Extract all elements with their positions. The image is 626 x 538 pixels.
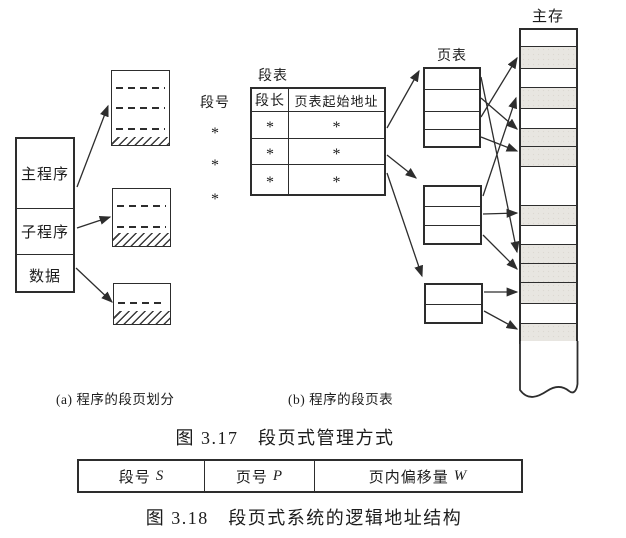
memory-block: [521, 264, 576, 283]
segment-length-value: *: [252, 139, 289, 164]
segment-no-value: *: [211, 190, 219, 208]
page-split-dash: [116, 107, 165, 109]
page-split-dash: [117, 226, 166, 228]
program-box: 主程序子程序数据: [15, 137, 75, 293]
offset-var: W: [453, 467, 468, 484]
memory-block: [521, 109, 576, 129]
caption-b: (b) 程序的段页表: [288, 392, 394, 407]
page-split-dash: [116, 128, 165, 130]
page-table-entry: [426, 305, 481, 324]
main-memory-column: [519, 28, 578, 344]
page-table-entry: [425, 207, 480, 226]
memory-block: [521, 283, 576, 304]
segment-table: 段长 页表起始地址 ******: [250, 87, 386, 196]
segment-table-row: **: [252, 165, 384, 194]
segment-table-header: 段长 页表起始地址: [252, 89, 384, 112]
page-table-addr-value: *: [332, 173, 341, 191]
page-table-addr-value: *: [332, 145, 341, 163]
segment-box: [112, 188, 171, 247]
page-split-dash: [118, 302, 166, 304]
memory-block: [521, 88, 576, 109]
segment-length-header: 段长: [252, 89, 289, 111]
segment-table-row: **: [252, 112, 384, 139]
page-split-dash: [116, 87, 165, 89]
page-table-box: [423, 67, 481, 148]
memory-block: [521, 69, 576, 88]
page-table-label: 页表: [437, 49, 467, 64]
segment-table-row: **: [252, 139, 384, 165]
internal-fragment-hatch: [112, 137, 169, 145]
program-row: 子程序: [17, 209, 73, 255]
internal-fragment-hatch: [114, 311, 170, 324]
page-table-entry: [425, 226, 480, 245]
segment-no-value: *: [211, 124, 219, 142]
memory-block: [521, 129, 576, 147]
memory-block: [521, 167, 576, 206]
main-memory-label: 主存: [531, 9, 564, 25]
page-table-entry: [425, 112, 479, 130]
page-table-entry: [425, 187, 480, 207]
figure-3-18-caption: 图 3.18 段页式系统的逻辑地址结构: [145, 508, 463, 528]
figure-3-17-caption: 图 3.17 段页式管理方式: [175, 428, 395, 448]
memory-block: [521, 47, 576, 69]
segment-box: [113, 283, 171, 325]
page-table-addr-header: 页表起始地址: [294, 93, 379, 109]
segment-table-title: 段表: [258, 69, 288, 84]
memory-block: [521, 304, 576, 324]
memory-block: [521, 206, 576, 226]
segment-no-header: 段号: [200, 96, 230, 111]
page-table-entry: [425, 90, 479, 112]
internal-fragment-hatch: [113, 233, 170, 246]
page-table-addr-value: *: [332, 119, 341, 136]
program-row: 数据: [28, 268, 61, 285]
page-table-entry: [426, 285, 481, 305]
memory-block: [521, 226, 576, 245]
segment-no-var: S: [155, 467, 165, 484]
page-table-box: [423, 185, 482, 245]
segment-length-value: *: [252, 112, 289, 138]
page-table-entry: [425, 130, 479, 148]
offset-text: 页内偏移量: [368, 469, 449, 486]
segment-table-body: ******: [252, 112, 384, 194]
segment-no-value: *: [211, 157, 219, 174]
program-row: 主程序: [17, 139, 73, 209]
page-no-text: 页号: [235, 469, 268, 486]
segment-box: [111, 70, 170, 146]
caption-a: (a) 程序的段页划分: [56, 392, 175, 407]
segment-length-value: *: [252, 165, 289, 194]
page-table-entry: [425, 69, 479, 90]
segment-no-column: * * *: [192, 114, 238, 214]
memory-block: [521, 245, 576, 264]
memory-block: [521, 147, 576, 167]
memory-block: [521, 324, 576, 344]
memory-block: [521, 30, 576, 47]
page-split-dash: [117, 205, 166, 207]
segment-no-text: 段号: [118, 469, 151, 486]
page-table-box: [424, 283, 483, 324]
page-no-var: P: [272, 467, 284, 484]
